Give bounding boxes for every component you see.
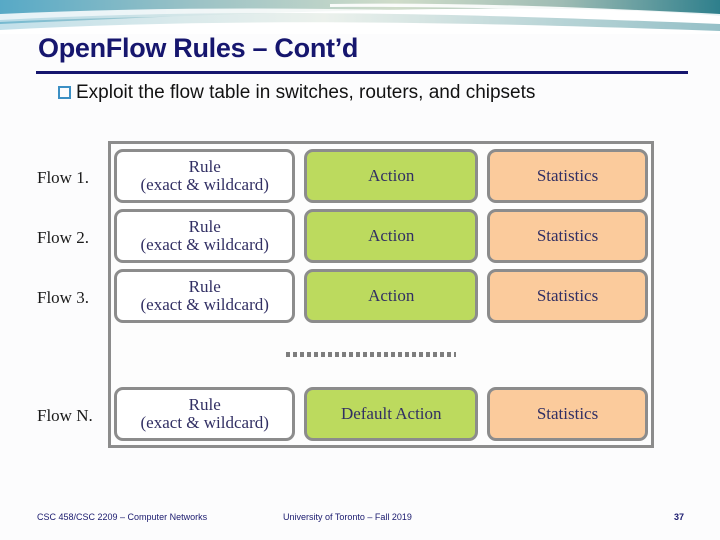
slide-footer: CSC 458/CSC 2209 – Computer Networks Uni… — [0, 512, 720, 528]
table-row: Rule (exact & wildcard) Action Statistic… — [111, 266, 651, 326]
footer-page-number: 37 — [674, 512, 685, 522]
table-row: Rule (exact & wildcard) Action Statistic… — [111, 146, 651, 206]
default-action-cell: Default Action — [304, 387, 479, 441]
action-cell: Action — [304, 209, 479, 263]
footer-course: CSC 458/CSC 2209 – Computer Networks — [37, 512, 208, 522]
footer-institution: University of Toronto – Fall 2019 — [283, 512, 412, 522]
rule-cell-line2: (exact & wildcard) — [140, 175, 269, 194]
rule-cell-line2: (exact & wildcard) — [140, 235, 269, 254]
flow-label: Flow 2. — [37, 228, 89, 247]
statistics-cell: Statistics — [487, 209, 648, 263]
rule-cell: Rule (exact & wildcard) — [114, 209, 296, 263]
rule-cell: Rule (exact & wildcard) — [114, 387, 296, 441]
flow-table: Rule (exact & wildcard) Action Statistic… — [108, 141, 654, 448]
table-row: Rule (exact & wildcard) Action Statistic… — [111, 206, 651, 266]
statistics-cell: Statistics — [487, 387, 648, 441]
rule-cell: Rule (exact & wildcard) — [114, 149, 296, 203]
rule-cell-line1: Rule — [188, 394, 221, 414]
hollow-square-bullet-icon — [58, 86, 71, 99]
action-cell: Action — [304, 269, 479, 323]
action-cell: Action — [304, 149, 479, 203]
dotted-continuation-separator — [286, 352, 456, 357]
statistics-cell: Statistics — [487, 149, 648, 203]
rule-cell-line2: (exact & wildcard) — [140, 413, 269, 432]
flow-label: Flow 1. — [37, 168, 89, 187]
statistics-cell: Statistics — [487, 269, 648, 323]
bullet-line: Exploit the flow table in switches, rout… — [58, 83, 535, 102]
bullet-text: Exploit the flow table in switches, rout… — [76, 82, 536, 103]
rule-cell-line1: Rule — [188, 156, 221, 176]
slide-top-banner — [0, 0, 720, 34]
flow-label: Flow N. — [37, 406, 93, 425]
title-underline-rule — [36, 71, 688, 74]
rule-cell-line1: Rule — [188, 216, 221, 236]
rule-cell-line1: Rule — [188, 276, 221, 296]
rule-cell: Rule (exact & wildcard) — [114, 269, 296, 323]
flow-label: Flow 3. — [37, 288, 89, 307]
page-title: OpenFlow Rules – Cont’d — [38, 33, 359, 63]
rule-cell-line2: (exact & wildcard) — [140, 295, 269, 314]
table-row: Rule (exact & wildcard) Default Action S… — [111, 384, 651, 444]
